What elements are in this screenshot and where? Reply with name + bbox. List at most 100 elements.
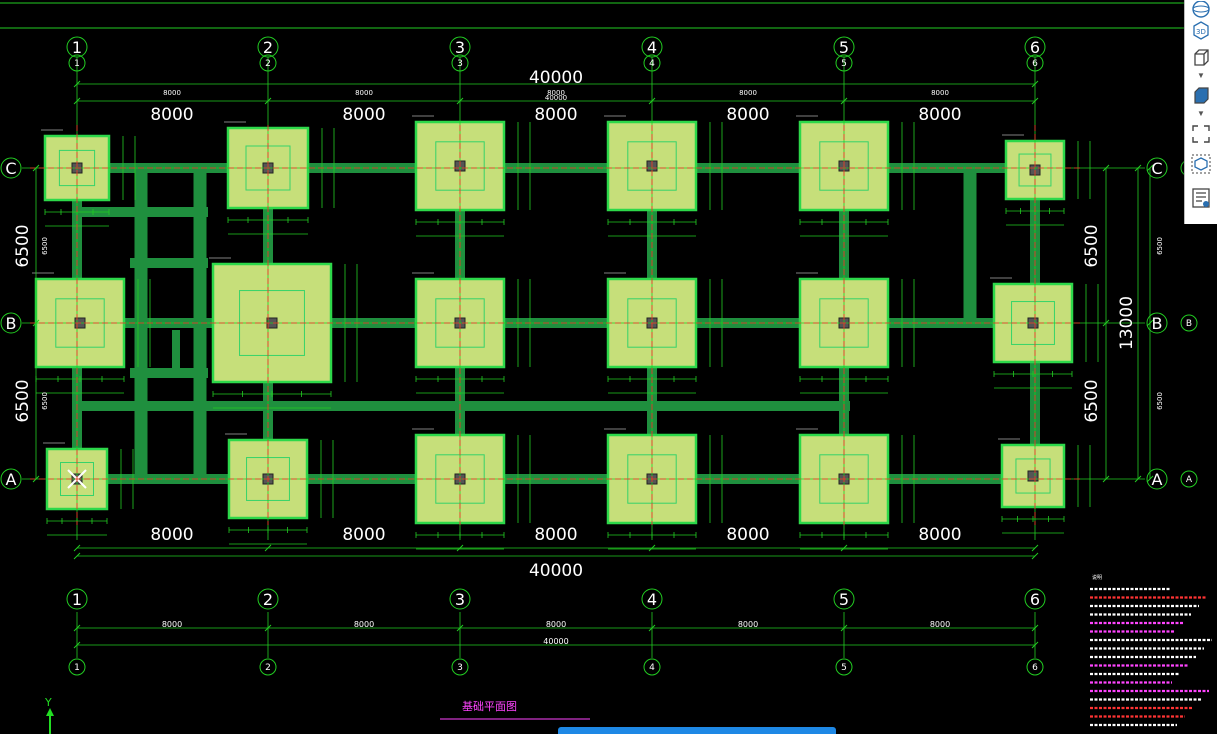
dim-tick <box>1102 319 1110 327</box>
drawing-frame <box>0 2 1185 29</box>
dimension-span-top: 8000 <box>342 105 385 125</box>
footing <box>209 257 358 409</box>
properties-icon[interactable] <box>1189 186 1213 210</box>
dimension-small-bottom: 8000 <box>354 620 374 629</box>
axis-label-y-circle <box>0 312 22 334</box>
orbit-icon[interactable] <box>1189 0 1213 24</box>
footing <box>412 115 531 237</box>
chevron-down-icon[interactable]: ▼ <box>1197 109 1205 118</box>
chevron-down-icon[interactable]: ▼ <box>1197 71 1205 80</box>
dim-tick <box>32 475 40 483</box>
beam <box>134 168 148 479</box>
dimension-total-top: 40000 <box>529 68 583 88</box>
axis-label-y: B <box>6 314 17 333</box>
axis-label-x: 3 <box>455 590 465 609</box>
dimension-small-bottom: 8000 <box>546 620 566 629</box>
dimension-span-top: 8000 <box>534 105 577 125</box>
axis-label-x: 3 <box>457 663 463 673</box>
column <box>1027 470 1039 482</box>
dimension-small-left: 6500 <box>41 392 49 410</box>
axis-label-x: 2 <box>265 663 271 673</box>
axis-label-x: 5 <box>841 663 847 673</box>
dimension-span-top: 8000 <box>726 105 769 125</box>
axis-label-y-circle <box>1146 157 1168 179</box>
fullscreen-icon[interactable] <box>1189 122 1213 146</box>
dim-tick <box>73 97 81 105</box>
axis-label-x-circle <box>835 658 853 676</box>
dim-tick <box>1146 475 1154 483</box>
axis-label-x: 6 <box>1030 38 1040 57</box>
axis-label-x: 2 <box>263 590 273 609</box>
dim-tick <box>1031 641 1039 649</box>
dim-tick <box>456 544 464 552</box>
drawing-title: 基础平面图 <box>462 700 517 713</box>
axis-label-x: 5 <box>839 38 849 57</box>
beam <box>130 368 208 378</box>
view-3d-icon[interactable]: 3D <box>1189 18 1213 42</box>
dim-tick <box>73 80 81 88</box>
axis-label-x: 4 <box>647 38 657 57</box>
dim-tick <box>1031 552 1039 560</box>
dim-tick <box>32 319 40 327</box>
axis-label-x-circle <box>451 658 469 676</box>
axis-label-x-circle <box>257 588 279 610</box>
axis-label-x-circle <box>66 588 88 610</box>
dimension-span-right: 6500 <box>1082 379 1102 422</box>
dimension-small-bottom: 8000 <box>930 620 950 629</box>
dim-tick <box>648 544 656 552</box>
dim-tick <box>1031 624 1039 632</box>
dimension-span-top: 8000 <box>918 105 961 125</box>
dim-tick <box>73 641 81 649</box>
dim-tick <box>648 97 656 105</box>
dimension-total-right: 13000 <box>1117 296 1137 350</box>
dim-tick <box>1031 97 1039 105</box>
footing <box>796 428 915 550</box>
dim-tick <box>840 544 848 552</box>
axis-label-x-circle <box>641 36 663 58</box>
dimension-span-bottom: 8000 <box>534 525 577 545</box>
dim-tick <box>1134 164 1142 172</box>
axis-label-y: B <box>1152 314 1163 333</box>
axis-label-x: 2 <box>265 59 271 69</box>
beam <box>148 401 850 411</box>
footing <box>998 438 1091 534</box>
axis-label-y-circle <box>1146 312 1168 334</box>
axis-label-y-circle <box>1146 468 1168 490</box>
axis-label-x-circle <box>449 588 471 610</box>
dimension-span-bottom: 8000 <box>918 525 961 545</box>
dimension-small-top: 8000 <box>931 89 949 97</box>
axis-label-x-circle <box>1026 658 1044 676</box>
dim-tick <box>73 624 81 632</box>
axis-label-x: 5 <box>839 590 849 609</box>
axis-grid <box>22 57 1145 658</box>
dim-tick <box>840 97 848 105</box>
axis-label-x-circle <box>68 54 86 72</box>
dimension-small-bottom: 8000 <box>162 620 182 629</box>
dimension-span-bottom: 8000 <box>342 525 385 545</box>
view-solid-icon[interactable] <box>1189 84 1213 108</box>
beam <box>172 330 180 375</box>
beam <box>193 168 207 479</box>
axis-label-x: 3 <box>455 38 465 57</box>
footing <box>1002 134 1091 226</box>
axis-label-y-circle <box>0 468 22 490</box>
dimension-small-right: 6500 <box>1156 392 1164 410</box>
axis-label-x-circle <box>1024 588 1046 610</box>
footing <box>224 121 335 235</box>
dimension-small-top: 8000 <box>547 89 565 97</box>
axis-label-x-circle <box>449 36 471 58</box>
axis-label-x-circle <box>257 36 279 58</box>
model-icon[interactable] <box>1189 152 1213 176</box>
axis-label-y: A <box>1152 470 1163 489</box>
axis-label-y: A <box>1186 475 1193 485</box>
dimension-total-bottom: 40000 <box>529 561 583 581</box>
status-progress-bar <box>558 727 836 734</box>
dim-tick <box>456 97 464 105</box>
footing <box>796 272 915 394</box>
dimension-span-right: 6500 <box>1082 224 1102 267</box>
dim-tick <box>73 544 81 552</box>
view-cube-icon[interactable] <box>1189 46 1213 70</box>
axis-label-x: 4 <box>649 663 655 673</box>
beam <box>130 258 208 268</box>
